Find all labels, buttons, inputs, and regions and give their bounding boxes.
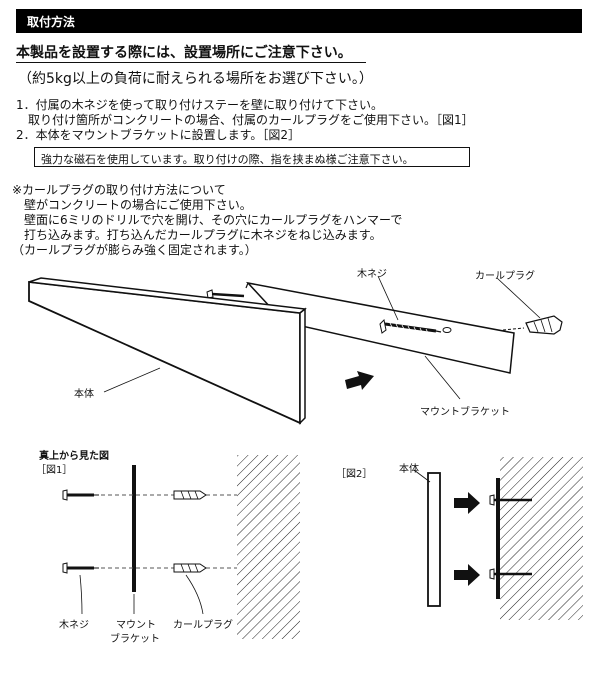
bracket-pointer-line — [424, 355, 461, 400]
body-panel-3d — [28, 277, 307, 425]
plug-note-line-1: ※カールプラグの取り付け方法について — [12, 183, 226, 197]
bracket-hole — [442, 327, 452, 333]
fig1-label-bracket-line1: マウント — [116, 620, 156, 631]
fig2-pointer-line — [413, 469, 431, 483]
label-bracket: マウントブラケット — [420, 407, 510, 418]
fig1-pointer-lines — [79, 574, 204, 615]
fig1-label-bracket-line2: ブラケット — [110, 634, 160, 645]
plug-note-line-4: 打ち込みます。打ち込んだカールプラグに木ネジをねじ込みます。 — [12, 228, 382, 242]
fig1-screw-top-icon — [62, 489, 99, 501]
fig1-plug-bottom-icon — [173, 563, 207, 573]
section-header: 取付方法 — [16, 9, 582, 33]
fig1-plug-top-icon — [173, 490, 207, 500]
step-2: 2．本体をマウントブラケットに設置します。［図2］ — [16, 128, 301, 142]
arrow-right-icon — [345, 371, 374, 390]
back-screw-icon — [206, 289, 245, 299]
fig1-bracket-line — [132, 465, 136, 592]
intro-sub-text: （約5kg以上の負荷に耐えられる場所をお選び下さい。） — [18, 71, 373, 87]
fig2-wall-hatch — [500, 457, 583, 620]
fig2-arrow-bottom-icon — [454, 564, 480, 586]
plug-icon — [502, 315, 563, 335]
body-pointer-line — [103, 367, 161, 393]
screw-icon — [379, 318, 442, 334]
fig1-screw-bottom-icon — [62, 562, 99, 574]
fig2-label-body: 本体 — [399, 464, 419, 475]
fig2-screw-top-icon — [489, 494, 532, 506]
screw-pointer-line — [377, 275, 399, 321]
intro-main-text: 本製品を設置する際には、設置場所にご注意下さい。 — [16, 45, 352, 61]
plug-note-line-5: （カールプラグが膨らみ強く固定されます。） — [12, 243, 257, 257]
fig1-dashed-guides — [101, 494, 237, 569]
fig1-wall-hatch — [237, 455, 300, 639]
label-plug: カールプラグ — [475, 271, 535, 282]
label-body: 本体 — [74, 389, 94, 400]
fig2-arrow-top-icon — [454, 492, 480, 514]
caution-box: 強力な磁石を使用しています。取り付けの際、指を挟まぬ様ご注意下さい。 — [34, 147, 470, 167]
plug-note-line-3: 壁面に6ミリのドリルで穴を開け、その穴にカールプラグをハンマーで — [12, 213, 403, 227]
fig1-caption: ［図1］ — [36, 465, 73, 476]
plug-pointer-line — [496, 277, 541, 319]
fig1-label-screw: 木ネジ — [59, 620, 89, 631]
step-1-line-2: 取り付け箇所がコンクリートの場合、付属のカールプラグをご使用下さい。［図1］ — [16, 113, 474, 127]
fig2-bracket-line — [496, 478, 500, 599]
section-title: 取付方法 — [27, 15, 76, 29]
fig1-heading: 真上から見た図 — [39, 451, 109, 462]
fig1-label-plug: カールプラグ — [173, 620, 233, 631]
intro-underline — [16, 62, 366, 63]
step-1-line-1: 1．付属の木ネジを使って取り付けステーを壁に取り付けて下さい。 — [16, 98, 384, 112]
plug-note-line-2: 壁がコンクリートの場合にご使用下さい。 — [12, 198, 252, 212]
caution-text: 強力な磁石を使用しています。取り付けの際、指を挟まぬ様ご注意下さい。 — [41, 153, 414, 166]
label-screw: 木ネジ — [357, 269, 387, 280]
fig2-caption: ［図2］ — [336, 469, 373, 480]
fig2-body-rect — [427, 472, 441, 607]
fig2-screw-bottom-icon — [489, 568, 532, 580]
